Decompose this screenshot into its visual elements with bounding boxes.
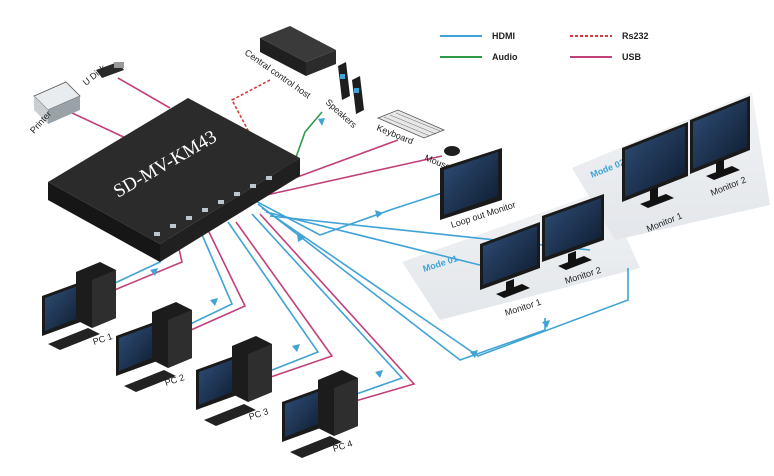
mode02-monitor-1: Monitor 1 — [622, 122, 688, 234]
legend-rs232: Rs232 — [570, 31, 649, 41]
speakers-label: Speakers — [324, 97, 359, 130]
udisk: U Disk — [81, 62, 124, 88]
pc-4: PC 4 — [282, 370, 358, 458]
keyboard: Keyboard — [375, 109, 446, 146]
legend-usb-label: USB — [622, 52, 642, 62]
printer: Printer — [28, 81, 81, 135]
legend-rs232-label: Rs232 — [622, 31, 649, 41]
device-ports — [154, 176, 272, 236]
kvm-switch: SD-MV-KM43 — [48, 98, 300, 262]
legend-audio: Audio — [440, 52, 518, 62]
legend-hdmi: HDMI — [440, 31, 515, 41]
speakers: Speakers — [324, 62, 364, 130]
mode01-group: Mode 01 Monitor 1 Monitor 2 — [422, 194, 604, 318]
legend-usb: USB — [570, 52, 642, 62]
pc-1: PC 1 — [42, 262, 116, 350]
pc-2: PC 2 — [116, 302, 192, 392]
arrowheads — [150, 118, 550, 378]
legend-hdmi-label: HDMI — [492, 31, 515, 41]
central-host: Central control host — [243, 26, 336, 101]
legend: HDMI Audio Rs232 USB — [440, 31, 649, 62]
loop-out-monitor: Loop out Monitor — [440, 148, 517, 230]
legend-audio-label: Audio — [492, 52, 518, 62]
pc-3: PC 3 — [196, 336, 272, 426]
